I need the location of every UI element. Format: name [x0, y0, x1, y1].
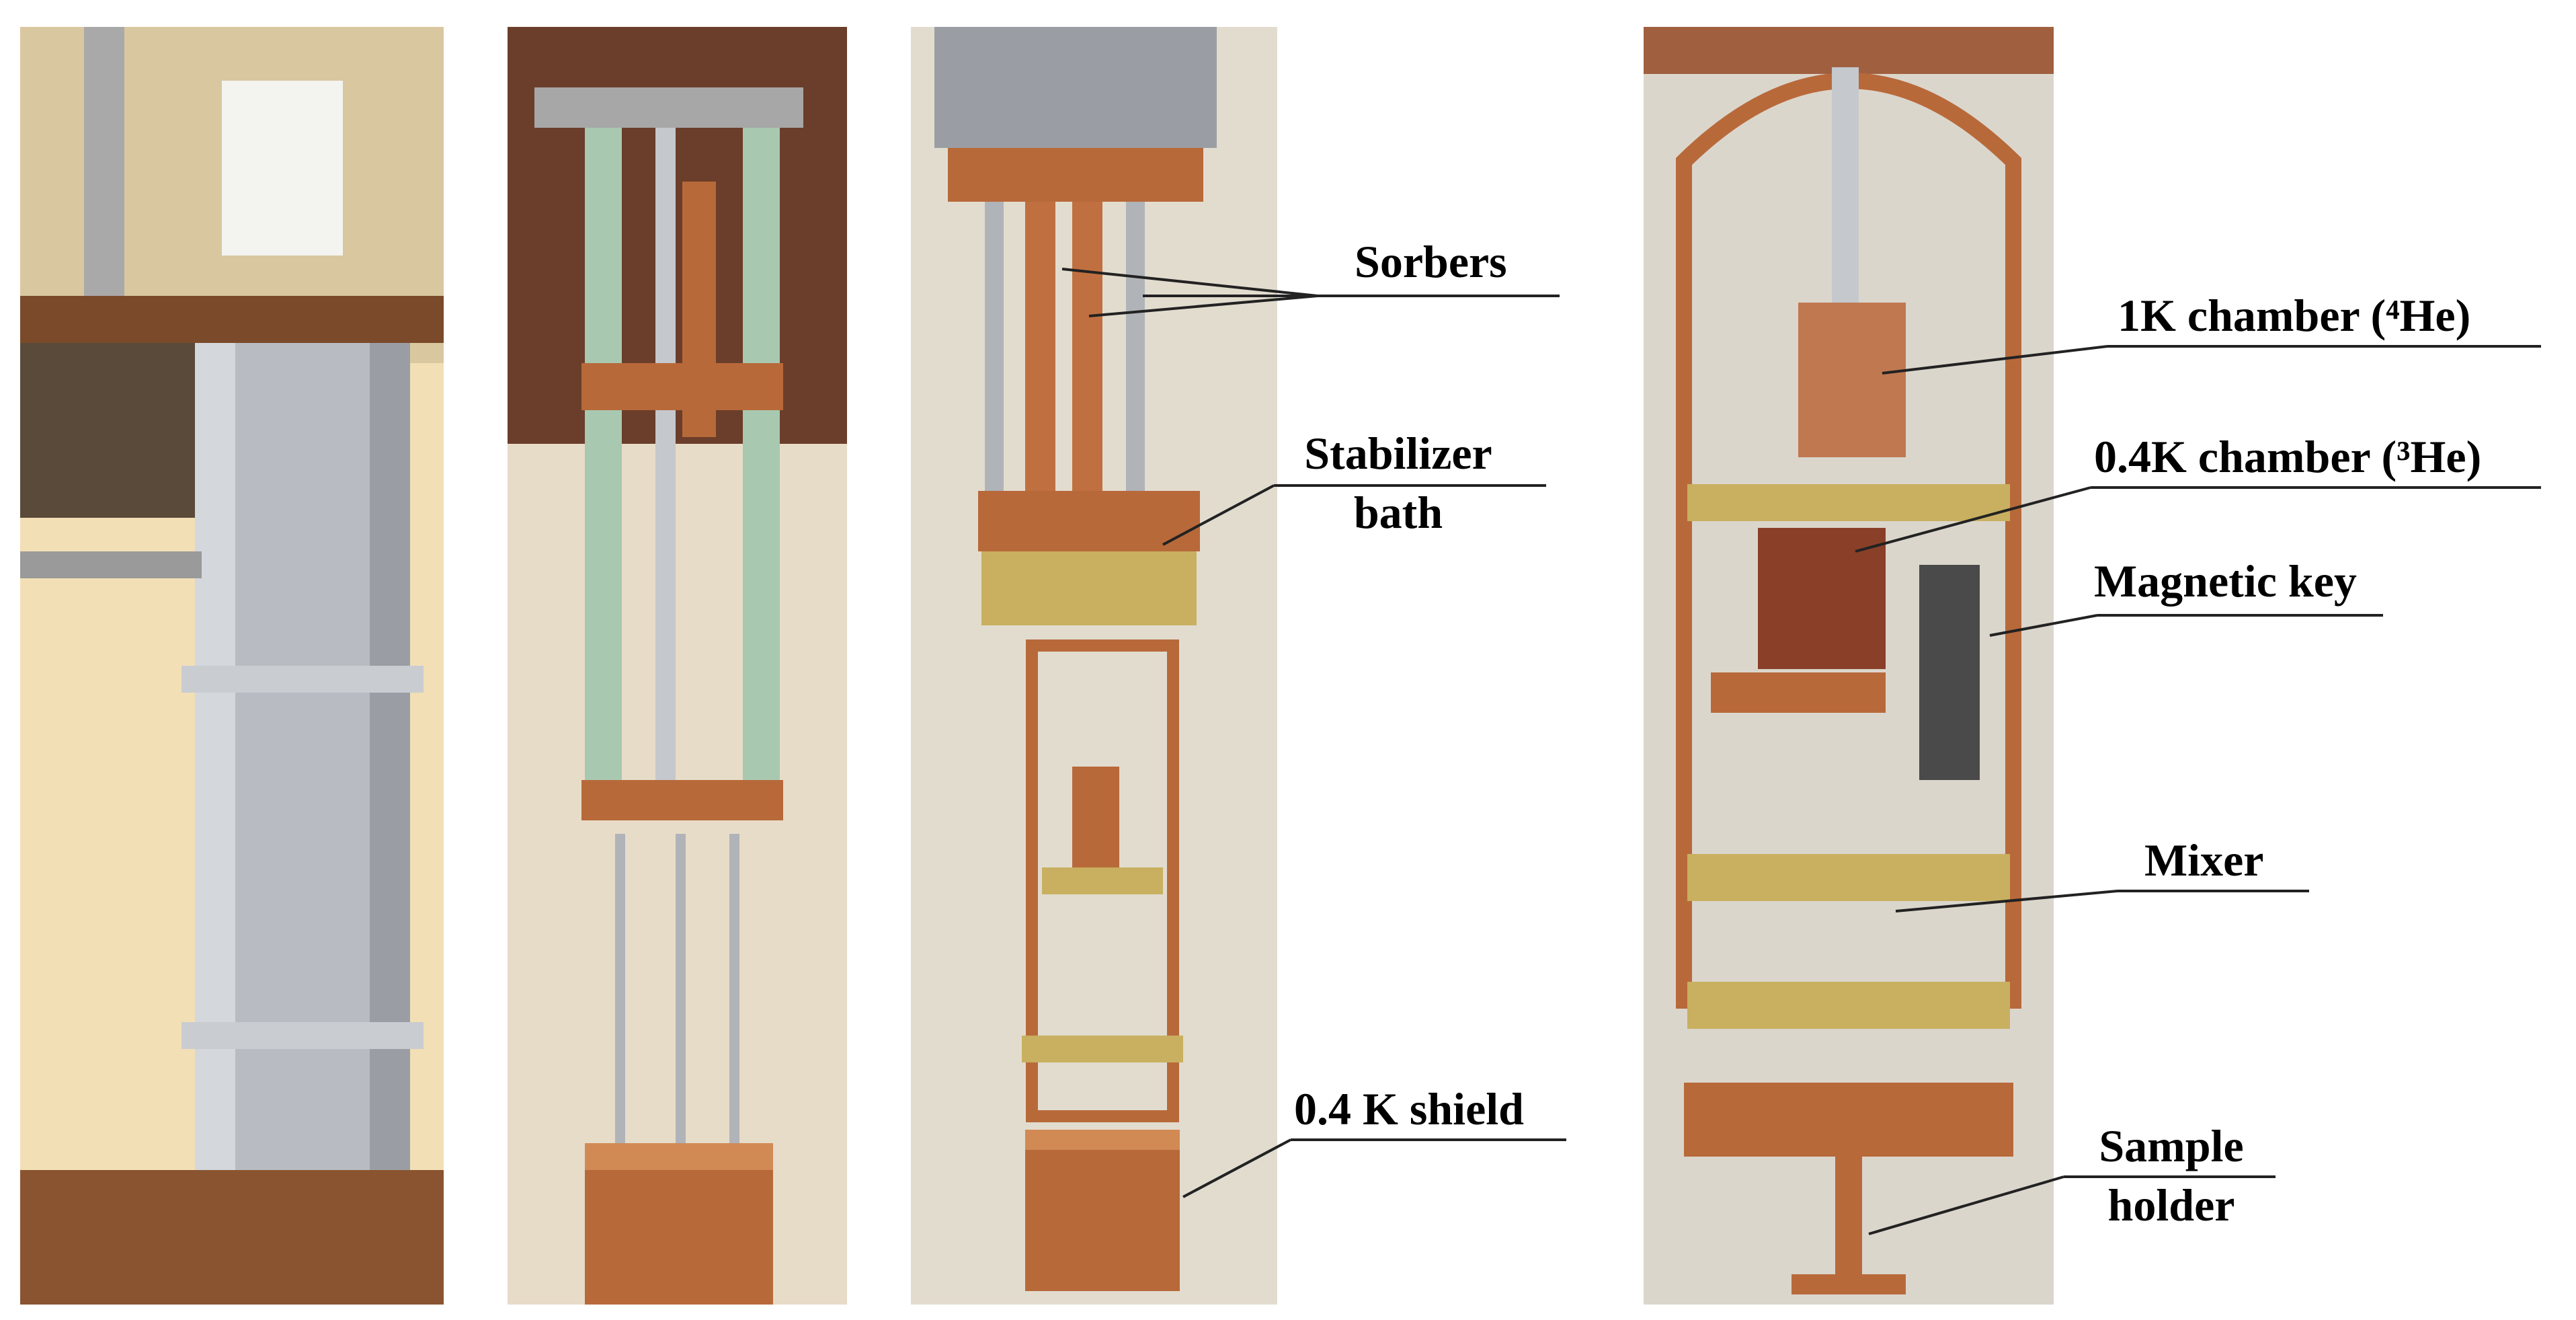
label-stabilizer-bath: Stabilizer bath [1294, 424, 1502, 543]
photo-insert-rods [508, 27, 847, 1305]
label-04k-chamber: 0.4K chamber (³He) [2094, 431, 2482, 482]
label-mixer: Mixer [2144, 834, 2264, 886]
label-magnetic-key: Magnetic key [2094, 555, 2357, 607]
label-sample-line2: holder [2107, 1179, 2235, 1231]
label-stabilizer-line1: Stabilizer [1304, 428, 1492, 479]
photo-insert-sorbers [911, 27, 1277, 1305]
label-sample-holder: Sample holder [2077, 1116, 2265, 1235]
photo-lower-stage [1644, 27, 2054, 1305]
label-sample-line1: Sample [2099, 1120, 2244, 1171]
label-1k-chamber: 1K chamber (⁴He) [2118, 290, 2471, 341]
label-shield: 0.4 K shield [1294, 1083, 1524, 1134]
label-sorbers: Sorbers [1355, 236, 1507, 287]
photo-cryostat-exterior [20, 27, 444, 1305]
label-stabilizer-line2: bath [1353, 487, 1443, 539]
